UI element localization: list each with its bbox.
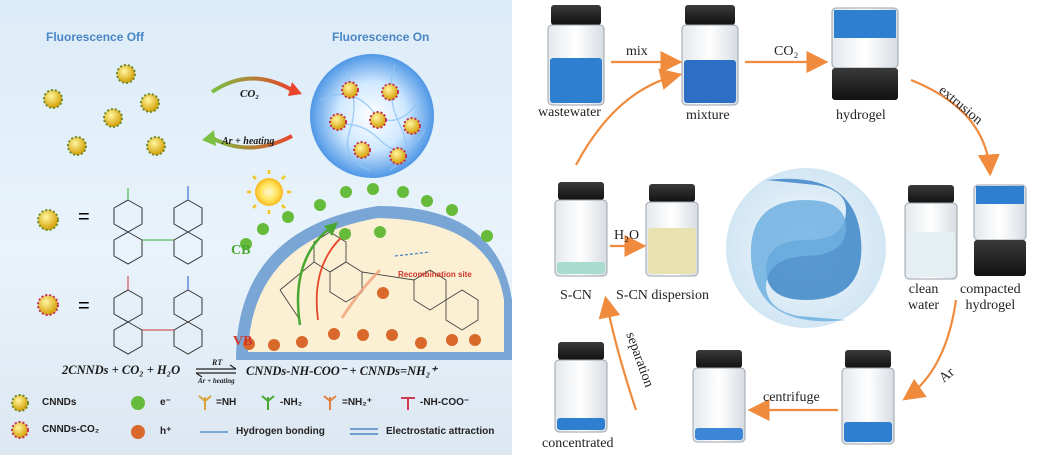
nh2-plus-icon <box>323 395 337 410</box>
label-concentrated: concentrated <box>542 436 614 451</box>
process-panel: mix CO₂ extrusion Ar centrifuge separati… <box>516 0 1038 455</box>
nanodots-off-group <box>43 64 166 156</box>
vial-s-cn-dispersion <box>645 184 699 277</box>
equals-sign-2: = <box>78 295 90 317</box>
nanodots-on-group <box>329 81 421 165</box>
excitation-arrow <box>296 227 331 326</box>
vial-mixture <box>681 5 739 106</box>
co2-arrow <box>210 76 293 94</box>
equation-lhs: 2CNNDs + CO₂ + H₂O <box>62 363 181 377</box>
arrow-extrusion <box>910 78 1000 177</box>
equilibrium-arrows <box>195 364 237 378</box>
legend-nh: =NH <box>216 397 237 408</box>
legend-electron: e⁻ <box>160 397 171 408</box>
label-compacted-hydrogel: compacted hydrogel <box>960 282 1021 313</box>
label-clean-water: clean water <box>908 282 940 313</box>
vial-compacted-hydrogel <box>973 184 1027 276</box>
vb-label: VB <box>233 334 253 349</box>
equation-rhs: CNNDs-NH-COO⁻ + CNNDs=NH₂⁺ <box>246 364 437 378</box>
electrons <box>240 183 493 250</box>
legend-cnnds: CNNDs <box>42 397 77 408</box>
legend-icons <box>11 394 415 439</box>
fluorescence-on-title: Fluorescence On <box>332 30 430 44</box>
cb-label: CB <box>231 243 251 258</box>
recombination-site-label: Recombination site <box>398 270 472 279</box>
arrow-ar <box>902 299 958 401</box>
electrostatic-line <box>350 428 378 435</box>
equation-rt: RT <box>212 358 223 367</box>
label-hydrogel: hydrogel <box>836 108 886 123</box>
arrow-separation <box>598 295 638 411</box>
hole-icon <box>131 425 145 439</box>
vial-centrifuge-a <box>692 350 746 443</box>
legend-hydrogen-bonding: Hydrogen bonding <box>236 426 325 437</box>
co2-arrow-label: CO₂ <box>240 88 260 100</box>
sun-icon <box>247 170 291 214</box>
cnnds-co2-structure <box>37 276 203 355</box>
process-graphics <box>547 5 1027 445</box>
vial-centrifuge-b <box>841 350 895 445</box>
arrow-return <box>575 68 683 166</box>
legend-cnnds-co2: CNNDs-CO₂ <box>42 424 100 435</box>
fluorescence-off-title: Fluorescence Off <box>46 30 145 44</box>
step-co2: CO₂ <box>774 44 799 59</box>
legend-nh2: -NH₂ <box>280 397 303 408</box>
nh2-icon <box>261 395 275 410</box>
step-h2o: H₂O <box>614 228 640 243</box>
step-mix: mix <box>626 44 648 59</box>
vial-hydrogel <box>831 7 899 100</box>
ar-heating-label: Ar + heating <box>222 136 275 147</box>
cnnds-structure <box>37 186 203 265</box>
nh-icon <box>198 395 212 410</box>
legend-electrostatic: Electrostatic attraction <box>386 426 495 437</box>
equation-ar-heating: Ar + heating <box>198 377 235 385</box>
nh-coo-icon <box>401 397 415 410</box>
equals-sign-1: = <box>78 206 90 228</box>
cnnds-icon <box>11 394 29 412</box>
label-s-cn: S-CN <box>560 288 592 303</box>
ar-heating-arrow <box>211 134 293 150</box>
legend-hole: h⁺ <box>160 426 172 437</box>
cnnds-co2-icon <box>11 421 29 439</box>
step-centrifuge: centrifuge <box>763 390 820 405</box>
mechanism-graphics <box>11 54 512 439</box>
mechanism-panel: Fluorescence Off Fluorescence On CO₂ Ar … <box>0 0 512 455</box>
vial-s-cn <box>554 182 608 277</box>
process-arrows <box>575 51 1000 421</box>
water-swirl-logo <box>726 168 886 328</box>
electron-icon <box>131 396 145 410</box>
vial-clean-water <box>904 185 958 280</box>
holes <box>243 287 481 351</box>
label-wastewater: wastewater <box>538 105 601 120</box>
label-mixture: mixture <box>686 108 730 123</box>
legend-nh2-plus: =NH₂⁺ <box>342 397 373 408</box>
label-s-cn-dispersion: S-CN dispersion <box>616 288 709 303</box>
vial-wastewater <box>547 5 605 106</box>
hemisphere-core <box>248 218 504 352</box>
legend-nh-coo: -NH-COO⁻ <box>420 397 470 408</box>
vial-concentrated <box>554 342 608 433</box>
